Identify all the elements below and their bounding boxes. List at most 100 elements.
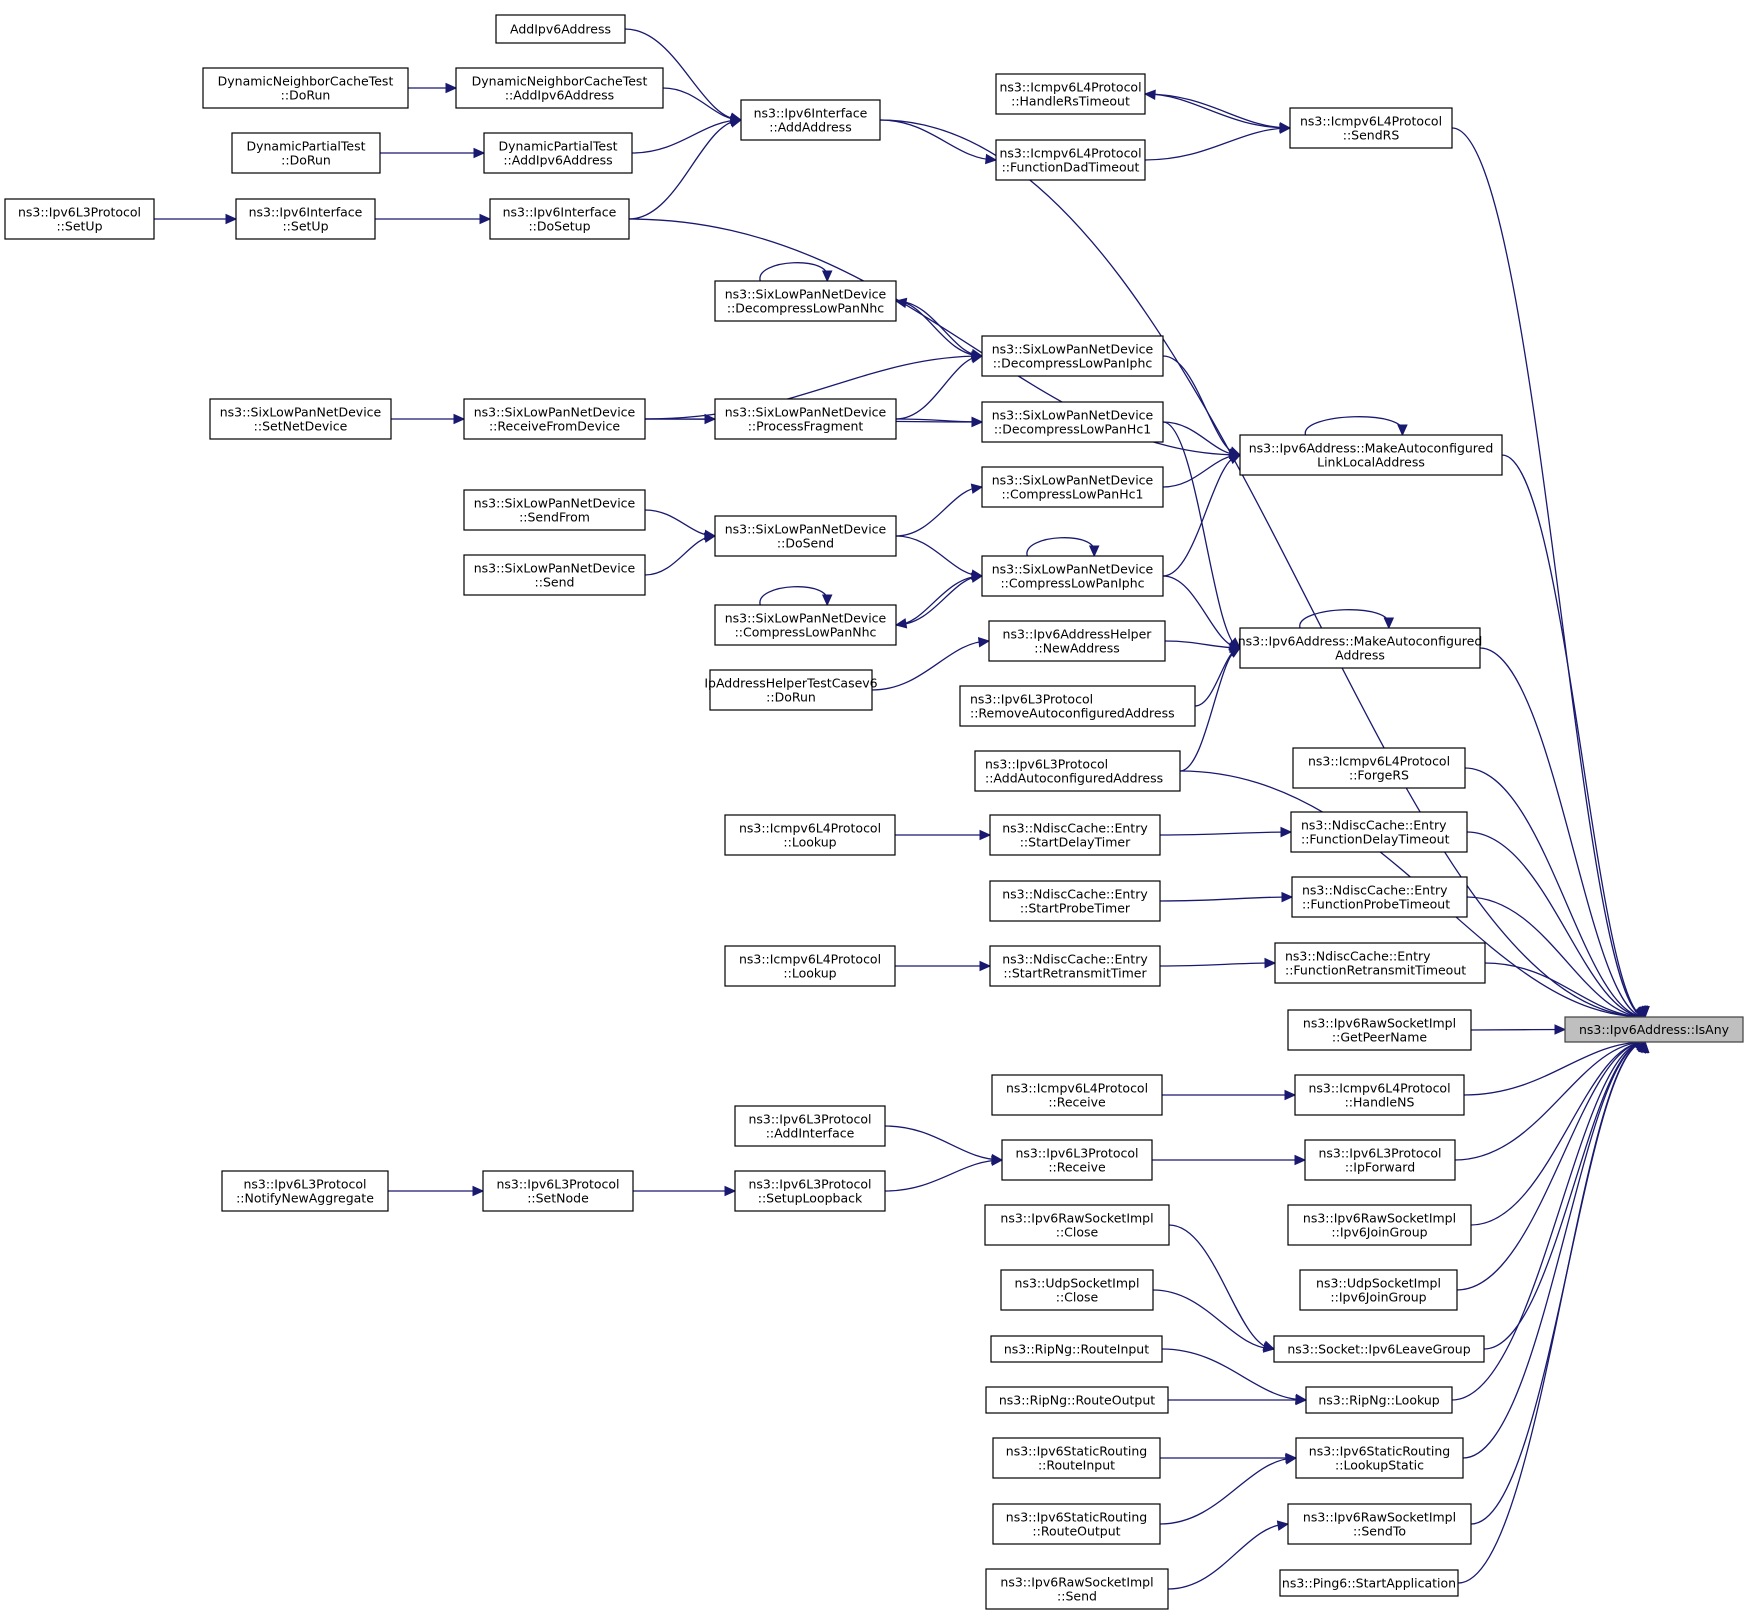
node-label-line: ::CompressLowPanNhc [735,625,877,640]
graph-node-static-routeoutput[interactable]: ns3::Ipv6StaticRouting::RouteOutput [992,1503,1161,1545]
node-box [463,554,646,596]
graph-node-icmp-handlerstimeout[interactable]: ns3::Icmpv6L4Protocol::HandleRsTimeout [995,73,1146,115]
graph-node-nd-fnretrans[interactable]: ns3::NdiscCache::Entry::FunctionRetransm… [1274,942,1486,984]
graph-node-addipv6address[interactable]: AddIpv6Address [495,14,626,44]
graph-node-icmp-forgers[interactable]: ns3::Icmpv6L4Protocol::ForgeRS [1292,747,1466,789]
graph-node-l3-receive[interactable]: ns3::Ipv6L3Protocol::Receive [1001,1139,1153,1181]
graph-node-six-comphc1[interactable]: ns3::SixLowPanNetDevice::CompressLowPanH… [981,466,1164,508]
graph-node-iphelper-dorun[interactable]: IpAddressHelperTestCasev6::DoRun [704,669,878,711]
graph-node-l3-setup[interactable]: ns3::Ipv6L3Protocol::SetUp [4,198,155,240]
edge-line [1479,647,1646,1018]
graph-node-rip-routeinput[interactable]: ns3::RipNg::RouteInput [990,1335,1163,1363]
edge-iphelper-dorun-to-helper-newaddress [871,637,991,691]
arrowhead-icon [1638,1040,1650,1053]
graph-node-raw-close[interactable]: ns3::Ipv6RawSocketImpl::Close [984,1204,1170,1246]
graph-node-make-linklocal[interactable]: ns3::Ipv6Address::MakeAutoconfiguredLink… [1239,434,1503,476]
graph-node-l3-notifynewagg[interactable]: ns3::Ipv6L3Protocol::NotifyNewAggregate [221,1170,389,1212]
graph-node-six-dosend[interactable]: ns3::SixLowPanNetDevice::DoSend [714,515,897,557]
graph-node-udp-joingroup[interactable]: ns3::UdpSocketImpl::Ipv6JoinGroup [1299,1269,1458,1311]
graph-node-six-send[interactable]: ns3::SixLowPanNetDevice::Send [463,554,646,596]
graph-node-socket-leavegroup[interactable]: ns3::Socket::Ipv6LeaveGroup [1273,1335,1485,1363]
node-label-line: ::RouteInput [1038,1458,1115,1473]
graph-node-make-auto[interactable]: ns3::Ipv6Address::MakeAutoconfiguredAddr… [1238,627,1483,669]
arrowhead-icon [472,1185,485,1197]
graph-node-six-decomphc1[interactable]: ns3::SixLowPanNetDevice::DecompressLowPa… [981,401,1164,443]
graph-node-l3-addinterface[interactable]: ns3::Ipv6L3Protocol::AddInterface [734,1105,886,1147]
graph-node-udp-close[interactable]: ns3::UdpSocketImpl::Close [1000,1269,1154,1311]
graph-node-helper-newaddress[interactable]: ns3::Ipv6AddressHelper::NewAddress [988,620,1166,662]
node-label-line: ::Close [1056,1225,1099,1240]
arrowhead-icon [821,594,833,607]
node-label-line: ns3::RipNg::RouteInput [1004,1342,1149,1357]
node-box [740,99,881,141]
graph-node-l3-setuploopback[interactable]: ns3::Ipv6L3Protocol::SetupLoopback [734,1170,886,1212]
edge-nd-fndelay-to-isany [1466,831,1648,1019]
graph-node-raw-sendto[interactable]: ns3::Ipv6RawSocketImpl::SendTo [1287,1503,1472,1545]
graph-node-raw-joingroup[interactable]: ns3::Ipv6RawSocketImpl::Ipv6JoinGroup [1287,1204,1472,1246]
graph-node-l3-removeauto[interactable]: ns3::Ipv6L3Protocol::RemoveAutoconfigure… [959,685,1196,727]
graph-node-nd-fnprobe[interactable]: ns3::NdiscCache::Entry::FunctionProbeTim… [1291,876,1468,918]
graph-node-if-setup[interactable]: ns3::Ipv6Interface::SetUp [235,198,376,240]
edge-six-compiphc-to-six-compiphc [1026,537,1100,558]
graph-node-nd-startdelay[interactable]: ns3::NdiscCache::Entry::StartDelayTimer [989,814,1161,856]
node-label-line: ns3::Ipv6L3Protocol [18,205,141,220]
edge-helper-newaddress-to-make-auto [1164,640,1242,653]
arrowhead-icon [821,270,833,283]
node-label-line: ns3::NdiscCache::Entry [1002,821,1148,836]
graph-node-six-decompnhc[interactable]: ns3::SixLowPanNetDevice::DecompressLowPa… [714,280,897,322]
graph-node-six-compiphc[interactable]: ns3::SixLowPanNetDevice::CompressLowPanI… [981,555,1164,597]
graph-node-icmp-sendrs[interactable]: ns3::Icmpv6L4Protocol::SendRS [1289,107,1453,149]
graph-node-l3-setnode[interactable]: ns3::Ipv6L3Protocol::SetNode [482,1170,634,1212]
edge-six-compiphc-to-make-auto [1162,575,1242,651]
graph-node-six-setnetdevice[interactable]: ns3::SixLowPanNetDevice::SetNetDevice [209,398,392,440]
edge-line [628,119,742,220]
graph-node-l3-addauto[interactable]: ns3::Ipv6L3Protocol::AddAutoconfiguredAd… [974,750,1181,792]
graph-node-rip-lookup[interactable]: ns3::RipNg::Lookup [1305,1386,1453,1414]
graph-node-six-compnhc[interactable]: ns3::SixLowPanNetDevice::CompressLowPanN… [714,604,897,646]
graph-node-icmp-functiondadtimeout[interactable]: ns3::Icmpv6L4Protocol::FunctionDadTimeou… [995,139,1146,181]
graph-node-icmp-receive[interactable]: ns3::Icmpv6L4Protocol::Receive [991,1074,1163,1116]
graph-node-dnct-addipv6[interactable]: DynamicNeighborCacheTest::AddIpv6Address [455,67,664,109]
node-label-line: ::SetNode [527,1191,589,1206]
edge-line [1457,1041,1646,1584]
node-label-line: ns3::SixLowPanNetDevice [992,342,1154,357]
graph-node-icmp-lookup2[interactable]: ns3::Icmpv6L4Protocol::Lookup [724,945,896,987]
arrowhead-icon [1228,454,1242,465]
graph-node-static-lookupstatic[interactable]: ns3::Ipv6StaticRouting::LookupStatic [1295,1437,1464,1479]
graph-node-dpt-addipv6[interactable]: DynamicPartialTest::AddIpv6Address [483,132,633,174]
graph-node-raw-getpeername[interactable]: ns3::Ipv6RawSocketImpl::GetPeerName [1287,1009,1472,1051]
graph-node-nd-startretrans[interactable]: ns3::NdiscCache::Entry::StartRetransmitT… [989,945,1161,987]
graph-node-six-receivefromdevice[interactable]: ns3::SixLowPanNetDevice::ReceiveFromDevi… [463,398,646,440]
edge-socket-leavegroup-to-isany [1483,1040,1649,1350]
node-label-line: ns3::Ipv6Interface [503,205,617,220]
graph-node-dnct-dorun[interactable]: DynamicNeighborCacheTest::DoRun [202,67,409,109]
graph-node-nd-fndelay[interactable]: ns3::NdiscCache::Entry::FunctionDelayTim… [1290,811,1468,853]
edge-line [759,586,828,606]
node-label-line: ::SetNetDevice [254,419,348,434]
arrowhead-icon [1088,545,1100,558]
graph-node-if-dosetup[interactable]: ns3::Ipv6Interface::DoSetup [489,198,630,240]
edge-line [631,119,742,154]
node-label-line: ns3::Ipv6L3Protocol [970,692,1093,707]
graph-node-ping6-start[interactable]: ns3::Ping6::StartApplication [1279,1569,1459,1597]
node-box [988,620,1166,662]
graph-node-icmp-handlens[interactable]: ns3::Icmpv6L4Protocol::HandleNS [1294,1074,1465,1116]
graph-node-raw-send[interactable]: ns3::Ipv6RawSocketImpl::Send [985,1568,1169,1610]
arrowhead-icon [1262,1342,1276,1353]
graph-node-nd-startprobe[interactable]: ns3::NdiscCache::Entry::StartProbeTimer [989,880,1161,922]
root-node-isany[interactable]: ns3::Ipv6Address::IsAny [1564,1016,1744,1043]
graph-node-if-addaddress[interactable]: ns3::Ipv6Interface::AddAddress [740,99,881,141]
graph-node-static-routeinput[interactable]: ns3::Ipv6StaticRouting::RouteInput [992,1437,1161,1479]
graph-node-six-processfragment[interactable]: ns3::SixLowPanNetDevice::ProcessFragment [714,398,897,440]
node-box [221,1170,389,1212]
node-label-line: ::ForgeRS [1349,768,1409,783]
graph-node-icmp-lookup1[interactable]: ns3::Icmpv6L4Protocol::Lookup [724,814,896,856]
edge-icmp-forgers-to-isany [1464,767,1649,1019]
graph-node-l3-ipforward[interactable]: ns3::Ipv6L3Protocol::IpForward [1304,1139,1456,1181]
graph-node-six-decompiphc[interactable]: ns3::SixLowPanNetDevice::DecompressLowPa… [981,335,1164,377]
graph-node-six-sendfrom[interactable]: ns3::SixLowPanNetDevice::SendFrom [463,489,646,531]
edge-line [1456,1041,1646,1291]
graph-node-dpt-dorun[interactable]: DynamicPartialTest::DoRun [231,132,381,174]
graph-node-rip-routeoutput[interactable]: ns3::RipNg::RouteOutput [985,1386,1169,1414]
node-label-line: ::AddIpv6Address [505,88,614,103]
